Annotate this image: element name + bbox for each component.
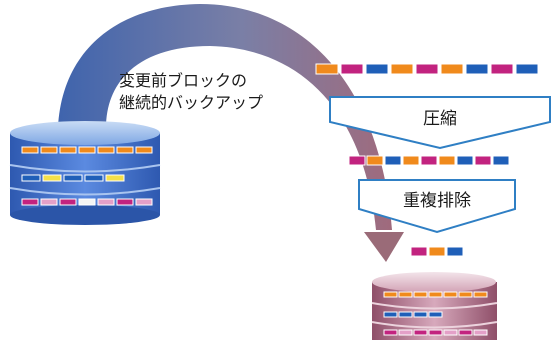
data-block bbox=[84, 174, 104, 182]
data-block bbox=[40, 146, 58, 154]
compress-panel bbox=[329, 96, 551, 150]
data-block bbox=[458, 291, 473, 298]
input-block-row bbox=[315, 63, 539, 75]
data-block bbox=[428, 329, 443, 336]
deduped-block-row bbox=[410, 246, 464, 257]
data-block bbox=[456, 155, 474, 166]
data-block bbox=[59, 146, 77, 154]
target-row-3-blocks bbox=[383, 329, 488, 336]
data-block bbox=[490, 63, 514, 75]
data-block bbox=[438, 155, 456, 166]
dedup-label: 重複排除 bbox=[403, 191, 471, 211]
data-block bbox=[116, 146, 134, 154]
data-block bbox=[428, 311, 443, 318]
data-block bbox=[415, 63, 439, 75]
data-block bbox=[40, 198, 58, 206]
data-block bbox=[78, 198, 96, 206]
data-block bbox=[21, 198, 39, 206]
data-block bbox=[410, 246, 428, 257]
data-block bbox=[413, 329, 428, 336]
data-block bbox=[492, 155, 510, 166]
data-block bbox=[42, 174, 62, 182]
data-block bbox=[443, 291, 458, 298]
data-block bbox=[440, 63, 464, 75]
data-block bbox=[59, 198, 77, 206]
data-block bbox=[97, 198, 115, 206]
data-block bbox=[116, 198, 134, 206]
data-block bbox=[21, 146, 39, 154]
backup-arc-arrow bbox=[58, 4, 392, 230]
source-row-2-blocks bbox=[21, 174, 125, 182]
data-block bbox=[366, 155, 384, 166]
data-block bbox=[383, 291, 398, 298]
data-block bbox=[474, 155, 492, 166]
data-block bbox=[383, 329, 398, 336]
target-database bbox=[371, 272, 498, 340]
data-block bbox=[413, 291, 428, 298]
arc-arrowhead bbox=[364, 232, 404, 262]
backup-caption: 変更前ブロックの 継続的バックアップ bbox=[119, 70, 319, 114]
data-block bbox=[446, 246, 464, 257]
source-database bbox=[9, 121, 161, 225]
data-block bbox=[105, 174, 125, 182]
data-block bbox=[473, 291, 488, 298]
target-row-2-blocks bbox=[383, 311, 443, 318]
data-block bbox=[398, 291, 413, 298]
data-block bbox=[63, 174, 83, 182]
compressed-block-row bbox=[348, 155, 510, 166]
data-block bbox=[398, 329, 413, 336]
source-row-1-blocks bbox=[21, 146, 153, 154]
data-block bbox=[348, 155, 366, 166]
data-block bbox=[458, 329, 473, 336]
data-block bbox=[21, 174, 41, 182]
data-block bbox=[365, 63, 389, 75]
data-block bbox=[420, 155, 438, 166]
data-block bbox=[315, 63, 339, 75]
data-block bbox=[465, 63, 489, 75]
data-block bbox=[428, 246, 446, 257]
data-block bbox=[97, 146, 115, 154]
target-row-1-blocks bbox=[383, 291, 488, 298]
data-block bbox=[135, 198, 153, 206]
source-row-3-blocks bbox=[21, 198, 153, 206]
data-block bbox=[383, 311, 398, 318]
data-block bbox=[384, 155, 402, 166]
data-block bbox=[473, 329, 488, 336]
data-block bbox=[135, 146, 153, 154]
data-block bbox=[443, 329, 458, 336]
compress-label: 圧縮 bbox=[423, 109, 457, 129]
data-block bbox=[515, 63, 539, 75]
data-block bbox=[413, 311, 428, 318]
data-block bbox=[340, 63, 364, 75]
data-block bbox=[78, 146, 96, 154]
data-block bbox=[402, 155, 420, 166]
dedup-panel bbox=[358, 179, 516, 234]
caption-line-2: 継続的バックアップ bbox=[119, 93, 264, 112]
data-block bbox=[428, 291, 443, 298]
data-block bbox=[390, 63, 414, 75]
caption-line-1: 変更前ブロックの bbox=[119, 71, 248, 90]
data-block bbox=[398, 311, 413, 318]
